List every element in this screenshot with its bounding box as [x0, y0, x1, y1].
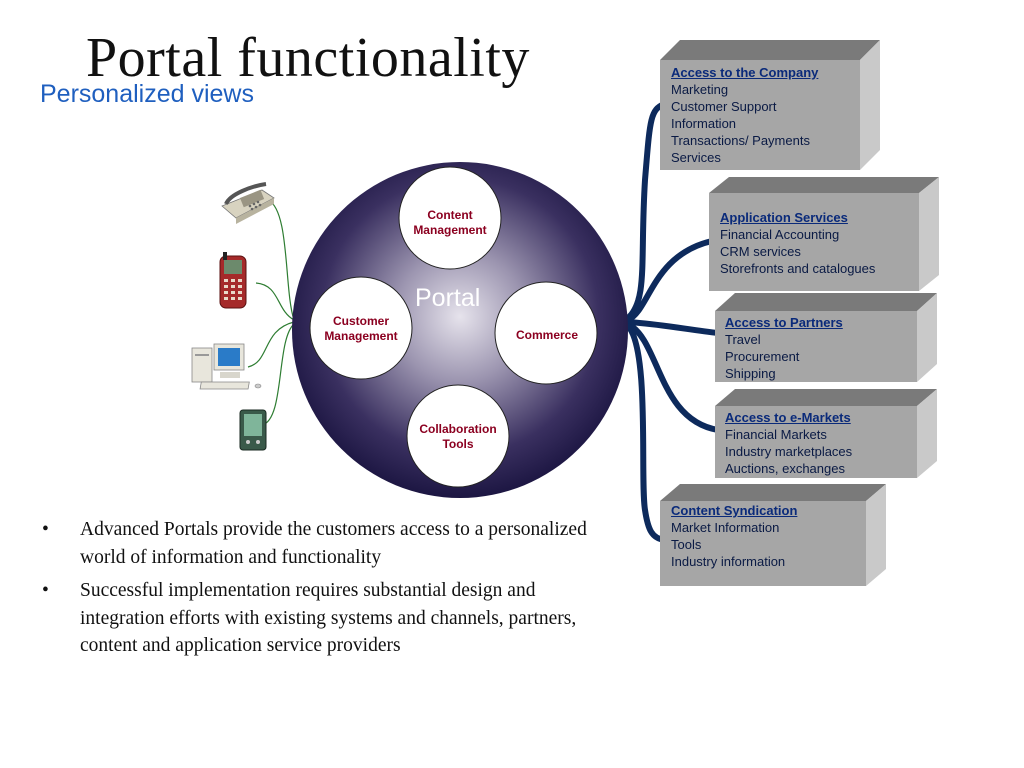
box-content-syndication: Content Syndication Market Information T… — [660, 501, 866, 586]
portal-label: Portal — [415, 284, 481, 312]
box-company-side — [860, 40, 880, 170]
box-applications-top — [709, 177, 939, 193]
service-connector-syndication — [625, 323, 667, 543]
portal-circle — [292, 162, 628, 498]
box-heading: Access to Partners — [725, 315, 843, 330]
bullet-list: • Advanced Portals provide the customers… — [40, 516, 600, 666]
bullet-item: • Successful implementation requires sub… — [40, 577, 600, 660]
box-item: Market Information — [671, 520, 780, 535]
box-item: Travel — [725, 332, 761, 347]
service-connector-company — [625, 101, 667, 321]
mobile-phone-icon — [219, 252, 247, 309]
bullet-dot: • — [42, 580, 49, 601]
box-item: CRM services — [720, 244, 801, 259]
device-connector-line — [261, 323, 295, 426]
box-heading: Application Services — [720, 210, 848, 225]
pda-icon — [239, 409, 267, 451]
box-access-company: Access to the Company Marketing Customer… — [660, 60, 860, 170]
bullet-text: Advanced Portals provide the customers a… — [80, 519, 587, 568]
service-connector-partners — [625, 319, 721, 336]
module-circle-commerce — [494, 281, 598, 385]
box-syndication-side — [866, 484, 886, 586]
page-subtitle: Personalized views — [40, 80, 254, 108]
service-connector-applications — [625, 238, 715, 323]
box-heading: Content Syndication — [671, 503, 798, 518]
box-item: Industry information — [671, 554, 786, 569]
box-company-top — [660, 40, 880, 60]
box-item: Shipping — [725, 366, 776, 381]
box-item: Marketing — [671, 82, 729, 97]
module-circle-content — [398, 166, 502, 270]
box-access-emarkets: Access to e-Markets Financial Markets In… — [715, 406, 917, 478]
box-item: Financial Accounting — [720, 227, 840, 242]
telephone-icon — [221, 182, 275, 224]
device-connector-line — [255, 282, 295, 321]
device-connector-line — [247, 321, 295, 368]
box-item: Information — [671, 116, 737, 131]
bullet-text: Successful implementation requires subst… — [80, 580, 577, 656]
box-item: Services — [671, 150, 721, 165]
module-label-collaboration: Collaboration Tools — [419, 422, 497, 451]
page-title: Portal functionality — [86, 27, 530, 89]
box-item: Customer Support — [671, 99, 777, 114]
box-3d-faces — [660, 40, 939, 586]
box-item: Storefronts and catalogues — [720, 261, 876, 276]
box-item: Tools — [671, 537, 702, 552]
module-label-customer: Customer Management — [324, 314, 398, 343]
box-item: Industry marketplaces — [725, 444, 853, 459]
desktop-computer-icon — [191, 343, 262, 390]
box-syndication-top — [660, 484, 886, 501]
bullet-dot: • — [42, 519, 49, 540]
box-access-partners: Access to Partners Travel Procurement Sh… — [715, 311, 917, 382]
box-item: Transactions/ Payments — [671, 133, 810, 148]
box-emarkets-side — [917, 389, 937, 478]
box-item: Auctions, exchanges — [725, 461, 845, 476]
module-label-commerce: Commerce — [515, 328, 579, 342]
box-partners-top — [715, 293, 937, 311]
device-connectors — [247, 199, 295, 426]
box-applications-side — [919, 177, 939, 291]
module-label-content: Content Management — [413, 208, 487, 237]
device-connector-line — [267, 199, 295, 321]
module-circle-collaboration — [406, 384, 510, 488]
service-connectors — [625, 101, 721, 543]
module-circle-customer — [309, 276, 413, 380]
box-heading: Access to e-Markets — [725, 410, 851, 425]
box-partners-side — [917, 293, 937, 382]
bullet-item: • Advanced Portals provide the customers… — [40, 516, 600, 571]
box-item: Procurement — [725, 349, 800, 364]
service-connector-emarkets — [625, 321, 721, 433]
box-heading: Access to the Company — [671, 65, 819, 80]
box-item: Financial Markets — [725, 427, 827, 442]
box-emarkets-top — [715, 389, 937, 406]
box-application-services: Application Services Financial Accountin… — [709, 193, 919, 291]
